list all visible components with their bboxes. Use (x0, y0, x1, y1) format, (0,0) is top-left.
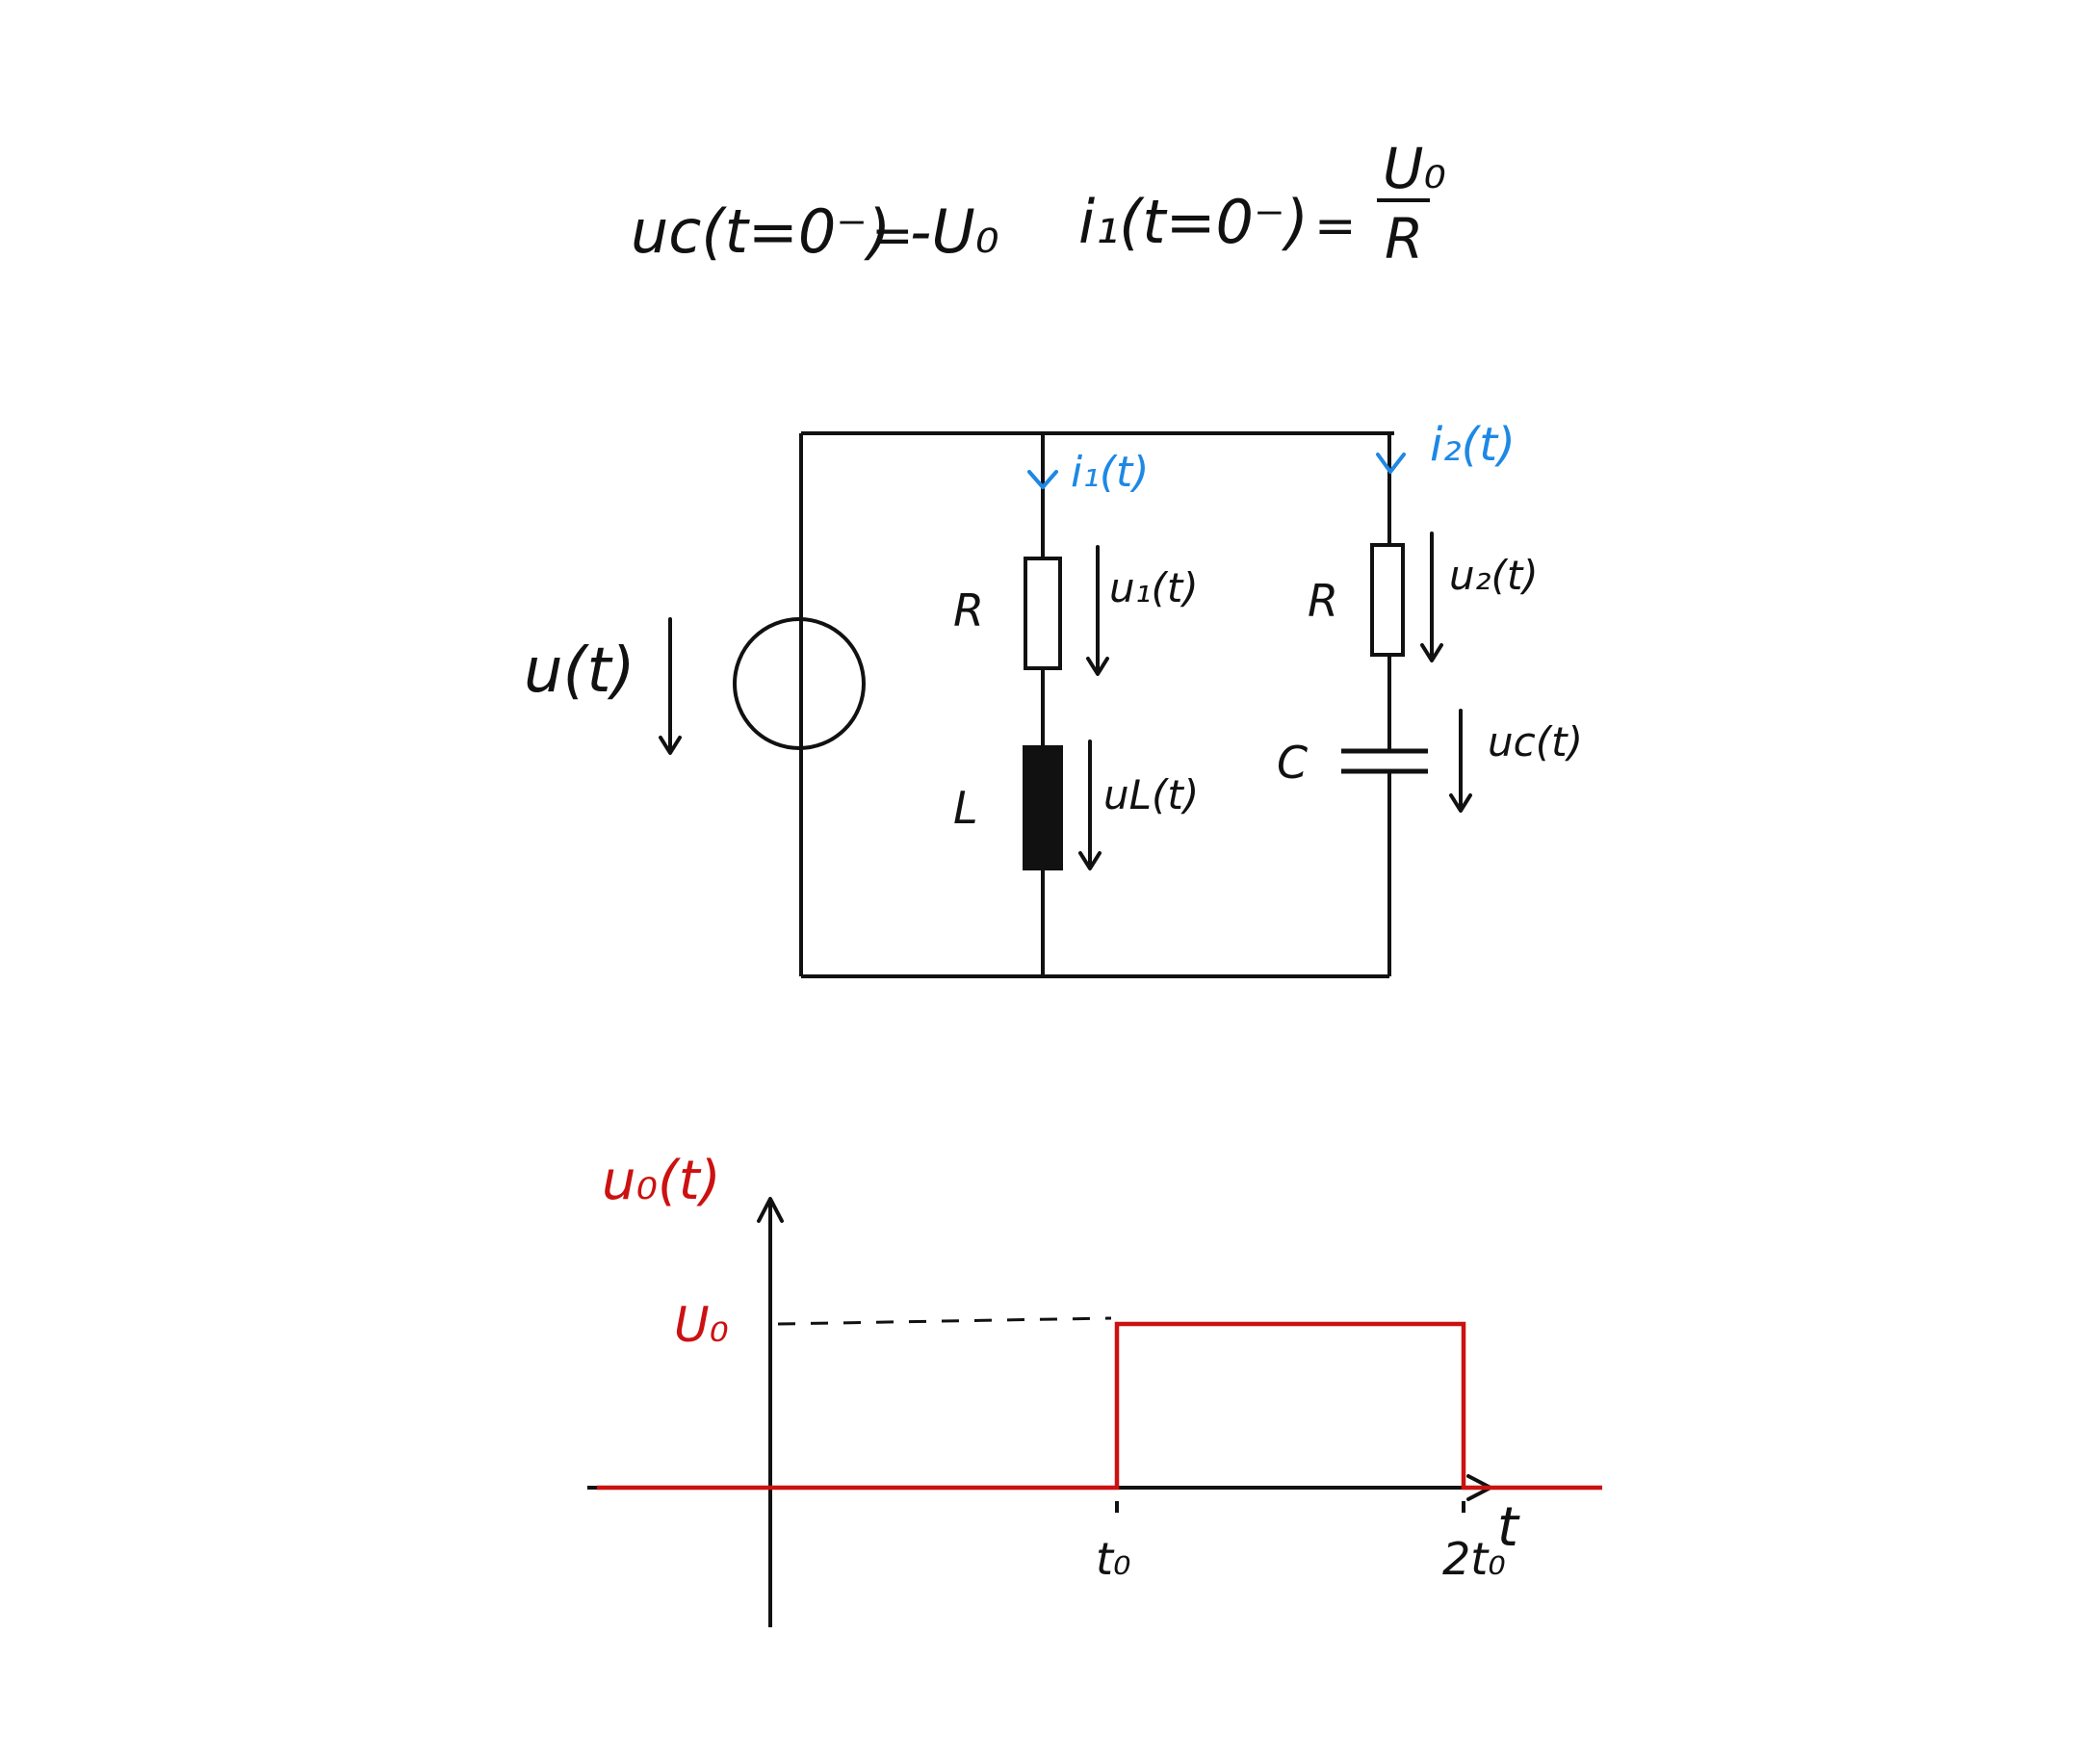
source-label: u(t) (524, 636, 635, 707)
equations: uc(t=0⁻) = -U₀ i₁(t=0⁻) = U₀ R (631, 136, 1446, 272)
pulse-chart: t₀ 2t₀ U₀ u₀(t) t (587, 1150, 1602, 1627)
i1-initial-den: R (1385, 206, 1423, 272)
branch2-resistor-label: R (1308, 575, 1338, 627)
uc-initial-rhs: -U₀ (910, 196, 999, 267)
u0-dashed-guide (777, 1316, 1112, 1326)
i1-initial-eq: = (1314, 197, 1357, 255)
x-axis-label: t (1497, 1496, 1520, 1559)
capacitor-voltage: uc(t) (1488, 718, 1583, 765)
x-tick-label: 2t₀ (1442, 1533, 1506, 1585)
branch1-resistor-voltage: u₁(t) (1109, 564, 1199, 611)
i1-initial-lhs: i₁(t=0⁻) (1078, 187, 1309, 257)
y-axis-arrowhead (757, 1197, 784, 1223)
u2-voltage-arrowhead (1420, 643, 1443, 662)
i1-initial-num: U₀ (1383, 136, 1446, 201)
y-tick-label: U₀ (674, 1297, 729, 1353)
y-axis-label: u₀(t) (602, 1150, 721, 1212)
current-arrows (1027, 453, 1406, 489)
i2-arrow-icon (1376, 453, 1406, 474)
branch1-resistor-label: R (953, 584, 984, 636)
branch1-resistor (1024, 557, 1062, 670)
uc-voltage-arrowhead (1449, 793, 1472, 813)
capacitor-label: C (1277, 737, 1308, 789)
signal-series-line (597, 1321, 1602, 1491)
circuit-labels: u(t) i₁(t) R u₁(t) L uL(t) i₂(t) R u₂(t)… (524, 418, 1583, 834)
inductor-voltage: uL(t) (1103, 771, 1199, 818)
voltage-arrows (659, 532, 1472, 870)
circuit (733, 431, 1428, 978)
x-tick-label: t₀ (1096, 1533, 1130, 1585)
uc-initial-lhs: uc(t=0⁻) (631, 196, 891, 267)
branch1-current-label: i₁(t) (1071, 448, 1149, 497)
inductor-symbol (1023, 745, 1063, 870)
uc-initial-eq: = (871, 207, 914, 265)
branch2-resistor-voltage: u₂(t) (1449, 552, 1539, 599)
u1-voltage-arrowhead (1086, 657, 1109, 676)
uL-voltage-arrowhead (1078, 851, 1102, 870)
branch2-current-label: i₂(t) (1430, 418, 1516, 472)
branch2-resistor (1370, 543, 1405, 657)
i1-arrow-icon (1027, 470, 1058, 489)
inductor-label: L (953, 782, 978, 834)
source-voltage-arrowhead (659, 736, 682, 755)
